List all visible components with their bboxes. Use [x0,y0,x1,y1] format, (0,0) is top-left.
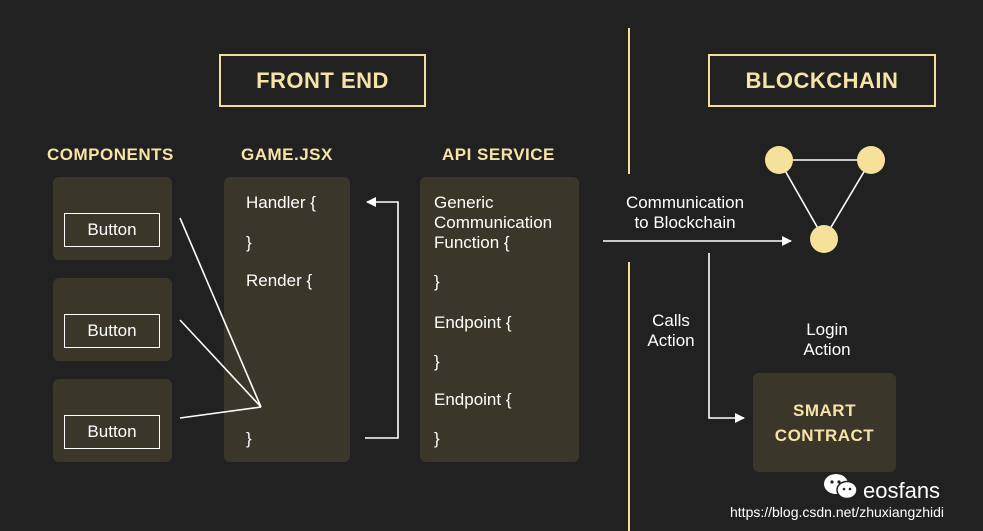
button-component[interactable]: Button [64,314,160,348]
watermark-brand: eosfans [863,478,941,503]
login-action-label-line-1: Login [806,320,848,339]
communication-label-line-1: Communication [625,193,745,212]
button-component[interactable]: Button [64,415,160,449]
front-end-title-text: FRONT END [256,67,389,93]
front-end-title: FRONT END [219,54,426,107]
blockchain-title: BLOCKCHAIN [708,54,936,107]
component-panel: Button [53,278,172,361]
function-open: Function { [434,233,510,252]
smart-contract-label: SMART CONTRACT [775,398,874,448]
network-node [857,146,885,174]
function-close: } [434,272,440,291]
communication-label-line-2: to Blockchain [634,213,736,232]
endpoint-close-2: } [434,429,440,448]
game-jsx-panel [224,177,350,462]
calls-action-label-line-1: Calls [652,311,690,330]
button-connector-3 [179,406,262,419]
watermark-url: https://blog.csdn.net/zhuxiangzhidi [730,504,945,520]
communication-label: Communication to Blockchain [605,193,765,233]
blockchain-network-icon [765,146,885,253]
blockchain-title-text: BLOCKCHAIN [745,67,899,93]
smart-contract-line-2: CONTRACT [774,425,875,445]
component-panel: Button [53,379,172,462]
button-connector-2 [179,319,262,408]
endpoint-open-2: Endpoint { [434,390,512,409]
wechat-icon [823,473,859,501]
render-open: Render { [246,271,313,290]
button-connector-1 [179,217,262,408]
network-edge [823,159,872,240]
render-close: } [246,429,252,448]
endpoint-open-1: Endpoint { [434,313,512,332]
calls-action-label: Calls Action [636,311,706,351]
button-component-label: Button [87,220,137,239]
api-service-column-title: API SERVICE [442,145,555,164]
game-jsx-column-title: GAME.JSX [241,145,333,164]
handler-close: } [246,233,252,252]
api-service-panel [420,177,579,462]
generic-line: Generic [434,193,494,212]
component-panel: Button [53,177,172,260]
components-column-title: COMPONENTS [47,145,174,164]
smart-contract-line-1: SMART [793,400,856,420]
endpoint-close-1: } [434,352,440,371]
login-action-label: Login Action [790,320,864,360]
network-edge [778,159,825,240]
calls-action-label-line-2: Action [647,331,695,350]
smart-contract-box: SMART CONTRACT [753,373,896,472]
communication-line: Communication [434,213,553,232]
api-to-handler-arrow [365,197,399,439]
login-action-label-line-2: Action [803,340,851,359]
calls-action-arrow [708,253,745,423]
button-component-label: Button [87,321,137,340]
handler-open: Handler { [246,193,316,212]
network-node [810,225,838,253]
network-node [765,146,793,174]
section-divider-bottom [628,262,630,531]
button-component[interactable]: Button [64,213,160,247]
section-divider-top [628,28,630,174]
button-component-label: Button [87,422,137,441]
